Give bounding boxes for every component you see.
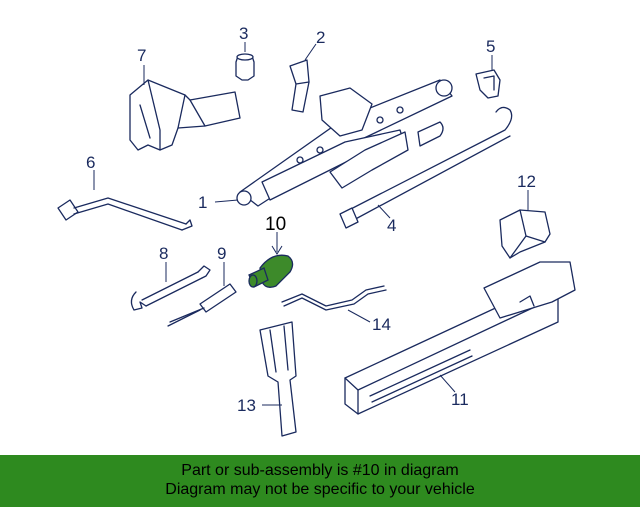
callout-12[interactable]: 12	[517, 172, 536, 191]
banner-line-1: Part or sub-assembly is #10 in diagram	[181, 462, 459, 479]
callout-13[interactable]: 13	[237, 396, 256, 415]
callout-5[interactable]: 5	[486, 37, 495, 56]
part-4-handle-rod[interactable]	[339, 106, 513, 229]
part-9-screwdriver[interactable]	[167, 283, 237, 327]
callout-8[interactable]: 8	[159, 244, 168, 263]
part-10-adapter[interactable]	[248, 254, 294, 288]
info-banner: Part or sub-assembly is #10 in diagram D…	[0, 455, 640, 507]
callout-11[interactable]: 11	[451, 390, 469, 409]
part-5-clip[interactable]	[475, 69, 501, 99]
part-6-lug-wrench[interactable]	[57, 197, 193, 231]
callout-9[interactable]: 9	[217, 244, 226, 263]
part-13-bracket[interactable]	[259, 321, 297, 437]
banner-line-2: Diagram may not be specific to your vehi…	[165, 481, 475, 498]
callout-3[interactable]: 3	[239, 24, 248, 43]
part-12-holder[interactable]	[499, 209, 551, 259]
callout-1[interactable]: 1	[198, 193, 207, 212]
callout-6[interactable]: 6	[86, 153, 95, 172]
callout-10[interactable]: 10	[265, 214, 286, 235]
part-8-wrench[interactable]	[130, 265, 211, 311]
part-11-tool-case[interactable]	[344, 261, 576, 415]
parts-diagram: 7 3 2 5 1 4	[57, 24, 576, 437]
callout-7[interactable]: 7	[137, 46, 146, 65]
part-14-rod[interactable]	[281, 285, 387, 311]
callout-4[interactable]: 4	[387, 216, 396, 235]
part-2-bracket[interactable]	[289, 59, 310, 113]
callout-2[interactable]: 2	[316, 28, 325, 47]
part-3-nut[interactable]	[235, 53, 255, 81]
callout-14[interactable]: 14	[372, 315, 391, 334]
part-7-wheel-chock[interactable]	[129, 79, 241, 151]
part-1-jack[interactable]	[236, 79, 453, 207]
